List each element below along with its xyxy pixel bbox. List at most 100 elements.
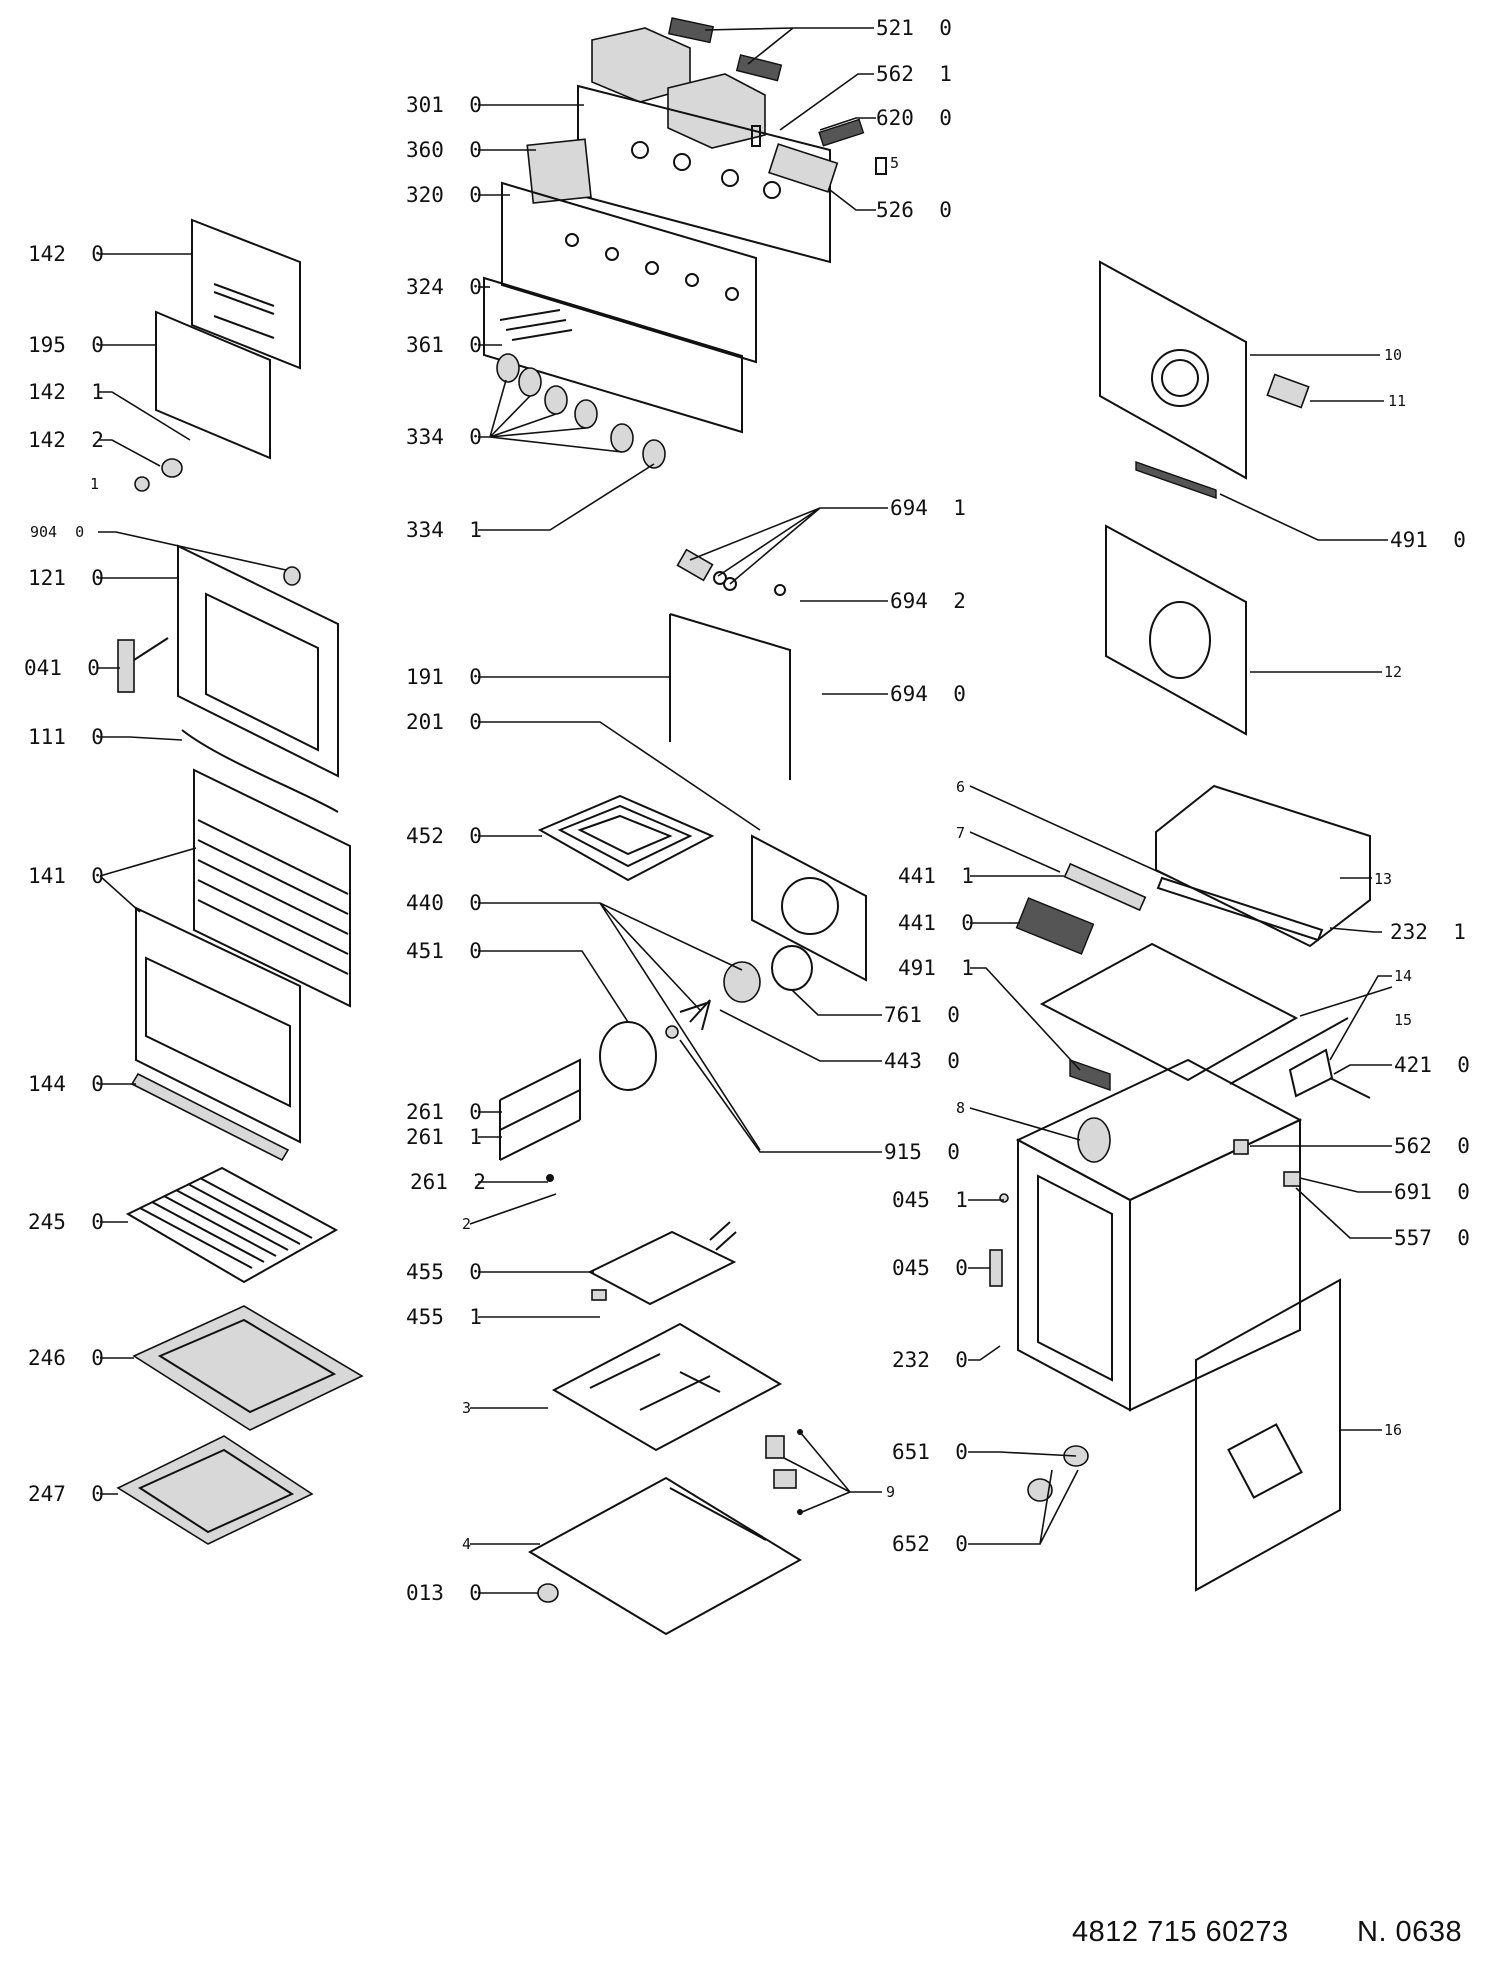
fan-8 <box>1077 1117 1111 1163</box>
fan-parts <box>679 945 813 1031</box>
rear-panel-201 <box>751 834 867 982</box>
callout-16: 16 <box>1384 1421 1402 1439</box>
callout-421-0: 421 0 <box>1394 1053 1470 1077</box>
callout-13: 13 <box>1374 870 1392 888</box>
callout-441-0: 441 0 <box>898 911 974 935</box>
callout-247-0: 247 0 <box>28 1482 104 1506</box>
callout-3: 3 <box>462 1399 471 1417</box>
callout-334-1: 334 1 <box>406 518 482 542</box>
callout-652-0: 652 0 <box>892 1532 968 1556</box>
fan-bracket-12 <box>1105 524 1247 736</box>
shelf-supports-261 <box>499 1058 581 1182</box>
callout-12: 12 <box>1384 663 1402 681</box>
callout-443-0: 443 0 <box>884 1049 960 1073</box>
plug-652 <box>1027 1478 1053 1502</box>
callout-651-0: 651 0 <box>892 1440 968 1464</box>
callout-045-0: 045 0 <box>892 1256 968 1280</box>
side-panel-16 <box>1195 1278 1341 1592</box>
deep-pan-247 <box>116 1435 314 1545</box>
oven-cavity-232 <box>1015 1058 1303 1412</box>
oven-seal-191 <box>669 613 791 780</box>
callout-761-0: 761 0 <box>884 1003 960 1027</box>
grid-shelf-245 <box>125 1166 339 1284</box>
callout-144-0: 144 0 <box>28 1072 104 1096</box>
callout-15: 15 <box>1394 1011 1412 1029</box>
callout-8: 8 <box>956 1099 965 1117</box>
callout-9: 9 <box>886 1483 895 1501</box>
springs-361 <box>499 309 573 341</box>
rail-6 <box>1156 876 1324 942</box>
revision-number: N. 0638 <box>1357 1916 1463 1948</box>
callout-013-0: 013 0 <box>406 1581 482 1605</box>
ring-element-451 <box>599 1021 657 1091</box>
callout-441-1: 441 1 <box>898 864 974 888</box>
shallow-pan-246 <box>132 1305 364 1431</box>
callout-10: 10 <box>1384 346 1402 364</box>
callout-5: 5 <box>890 154 899 172</box>
top-plate-14 <box>1039 942 1299 1082</box>
terminal-block-491-1 <box>1069 1059 1111 1091</box>
callout-440-0: 440 0 <box>406 891 482 915</box>
bottom-element-455 <box>587 1221 737 1306</box>
callout-694-0: 694 0 <box>890 682 966 706</box>
callout-691-0: 691 0 <box>1394 1180 1470 1204</box>
callout-261-2: 261 2 <box>410 1170 486 1194</box>
back-cover-10 <box>1099 260 1247 480</box>
lamp-holder-557 <box>1283 1171 1301 1187</box>
clip-142-2 <box>161 458 183 478</box>
callout-2: 2 <box>462 1215 471 1233</box>
callout-915-0: 915 0 <box>884 1140 960 1164</box>
callout-142-0: 142 0 <box>28 242 104 266</box>
control-relay-box <box>591 17 783 149</box>
callout-557-0: 557 0 <box>1394 1226 1470 1250</box>
glass-panel-195 <box>155 310 271 460</box>
callout-455-0: 455 0 <box>406 1260 482 1284</box>
base-tray-4 <box>527 1476 802 1636</box>
terminal-block-441 <box>1015 897 1095 955</box>
callout-491-0: 491 0 <box>1390 528 1466 552</box>
callout-1: 1 <box>90 475 99 493</box>
callout-142-2: 142 2 <box>28 428 104 452</box>
foot-013 <box>537 1583 559 1603</box>
knobs-334 <box>496 353 666 469</box>
terminal-strip-491 <box>1135 461 1217 499</box>
callout-361-0: 361 0 <box>406 333 482 357</box>
callout-562-1: 562 1 <box>876 62 952 86</box>
callout-360-0: 360 0 <box>406 138 482 162</box>
door-seal-111 <box>181 729 339 813</box>
door-handle-144 <box>130 1072 290 1162</box>
callout-111-0: 111 0 <box>28 725 104 749</box>
callout-904-0: 904 0 <box>30 523 84 541</box>
callout-191-0: 191 0 <box>406 665 482 689</box>
grill-element-452 <box>537 794 715 882</box>
thermostat-421 <box>1288 1048 1371 1099</box>
callout-141-0: 141 0 <box>28 864 104 888</box>
callout-201-0: 201 0 <box>406 710 482 734</box>
terminal-11 <box>1266 373 1310 409</box>
callout-7: 7 <box>956 824 965 842</box>
callout-261-0: 261 0 <box>406 1100 482 1124</box>
callout-6: 6 <box>956 778 965 796</box>
callout-620-0: 620 0 <box>876 106 952 130</box>
callout-694-1: 694 1 <box>890 496 966 520</box>
bracket-15 <box>1229 1017 1349 1085</box>
callout-334-0: 334 0 <box>406 425 482 449</box>
callout-521-0: 521 0 <box>876 16 952 40</box>
callout-142-1: 142 1 <box>28 380 104 404</box>
callout-324-0: 324 0 <box>406 275 482 299</box>
lamp-assembly-694 <box>676 548 786 596</box>
callout-041-0: 041 0 <box>24 656 100 680</box>
callout-195-0: 195 0 <box>28 333 104 357</box>
door-panel-141 <box>135 768 351 1144</box>
screw-045-1 <box>999 1193 1009 1203</box>
callout-232-0: 232 0 <box>892 1348 968 1372</box>
callout-045-1: 045 1 <box>892 1188 968 1212</box>
door-frame-121 <box>177 544 339 778</box>
oven-floor-3 <box>551 1322 783 1452</box>
callout-121-0: 121 0 <box>28 566 104 590</box>
callout-526-0: 526 0 <box>876 198 952 222</box>
callout-4: 4 <box>462 1535 471 1553</box>
part-drawings <box>116 17 1371 1636</box>
callout-labels: 521 0 562 1 301 0 620 0 360 0 5 320 0 52… <box>24 16 1470 1605</box>
